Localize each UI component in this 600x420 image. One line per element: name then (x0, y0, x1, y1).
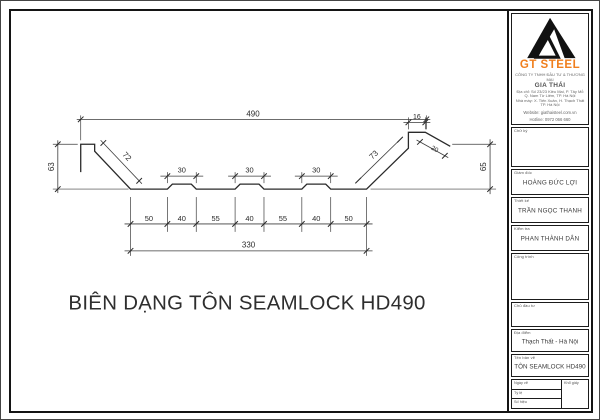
person-box-director: Giám đốc HOÀNG ĐỨC LỢI (511, 169, 589, 195)
dim-seg-1: 50 (145, 214, 153, 223)
dim-seg-2: 40 (178, 214, 186, 223)
owner-label: Chủ đầu tư (514, 303, 536, 308)
footer-row-number: Số hiệu (512, 399, 561, 408)
company-logo-text: GT STEEL (519, 59, 581, 71)
dim-left-height: 63 (47, 162, 56, 171)
dim-rib2: 30 (245, 166, 253, 175)
company-box: GT STEEL CÔNG TY TNHH ĐẦU TƯ & THƯƠNG MẠ… (511, 13, 589, 125)
footer-row-scale: Tỷ lệ (512, 390, 561, 400)
owner-box: Chủ đầu tư (511, 302, 589, 327)
footer-scale-label: Tỷ lệ (514, 390, 523, 395)
project-label: Công trình (514, 254, 534, 259)
dim-right-height: 65 (479, 162, 488, 171)
dim-left-slope: 72 (121, 150, 134, 163)
dimension-ticks (54, 116, 494, 254)
drawing-area: 490 63 72 30 30 30 73 16 20 65 50 40 55 … (11, 11, 507, 411)
sheet-frame: 490 63 72 30 30 30 73 16 20 65 50 40 55 … (9, 9, 593, 413)
title-block: GT STEEL CÔNG TY TNHH ĐẦU TƯ & THƯƠNG MẠ… (507, 11, 591, 411)
footer-right-cell: Khổ giấy (561, 380, 588, 408)
footer-number-label: Số hiệu (514, 400, 527, 405)
company-name: GIA THÁI (534, 82, 566, 89)
footer-grid: Ngày vẽ Tỷ lệ Số hiệu Khổ giấy (511, 379, 589, 409)
person-name: PHAN THÀNH DÂN (520, 235, 580, 243)
company-factory-2: TP. Hà Nội (540, 102, 560, 108)
footer-row-date: Ngày vẽ (512, 380, 561, 390)
dimension-lines (57, 118, 491, 252)
footer-date-label: Ngày vẽ (514, 381, 528, 385)
drawing-title: BIÊN DẠNG TÔN SEAMLOCK HD490 (68, 292, 425, 315)
location-value: Thạch Thất - Hà Nội (521, 338, 579, 346)
profile-outline (80, 131, 451, 190)
footer-paper-label: Khổ giấy (564, 381, 579, 385)
company-website: Website: giathaisteel.com.vn (523, 109, 577, 115)
dimension-texts: 490 63 72 30 30 30 73 16 20 65 50 40 55 … (47, 109, 488, 314)
person-label: Giám đốc (514, 170, 532, 175)
location-label: Địa điểm (514, 330, 531, 335)
company-address-1: Địa chỉ: Số 23/23 Kiều Mai, P. Tây Mỗ (516, 88, 584, 94)
sheet-name-label: Tên bản vẽ (514, 355, 536, 360)
footer-left-column: Ngày vẽ Tỷ lệ Số hiệu (512, 380, 561, 408)
dim-seg-6: 40 (312, 214, 320, 223)
sheet-name-box: Tên bản vẽ TÔN SEAMLOCK HD490 (511, 354, 589, 377)
signature-box: Chữ ký (511, 127, 589, 167)
dim-seg-5: 55 (279, 214, 287, 223)
company-hotline: Hotline: 0972 066 660 (529, 116, 571, 122)
dim-seam-step: 16 (413, 114, 421, 121)
person-box-checker: Kiểm tra PHAN THÀNH DÂN (511, 225, 589, 251)
extension-lines (52, 115, 497, 256)
dim-seg-7: 50 (344, 214, 352, 223)
company-address-2: Q. Nam Từ Liêm, TP. Hà Nội (524, 93, 576, 99)
seamlock-profile-drawing: 490 63 72 30 30 30 73 16 20 65 50 40 55 … (47, 109, 497, 315)
dim-rib1: 30 (178, 166, 186, 175)
dim-seg-4: 40 (245, 214, 253, 223)
person-box-designer: Thiết kế TRẦN NGỌC THANH (511, 197, 589, 223)
dim-rib3: 30 (312, 166, 320, 175)
company-type: CÔNG TY TNHH ĐẦU TƯ & THƯƠNG MẠI (515, 72, 585, 82)
person-label: Kiểm tra (514, 226, 530, 231)
dim-seam-hook: 20 (430, 145, 440, 155)
person-name: HOÀNG ĐỨC LỢI (522, 179, 578, 187)
person-name: TRẦN NGỌC THANH (517, 207, 583, 215)
sheet-name-value: TÔN SEAMLOCK HD490 (514, 363, 586, 371)
dim-overall-width: 490 (246, 109, 260, 118)
dim-base-total: 330 (242, 240, 256, 249)
dim-right-slope: 73 (367, 148, 380, 161)
company-factory-1: Nhà máy: X. Tiến Xuân, H. Thạch Thất (515, 97, 585, 103)
person-label: Thiết kế (514, 198, 530, 203)
location-box: Địa điểm Thạch Thất - Hà Nội (511, 329, 589, 352)
signature-label: Chữ ký (514, 128, 528, 133)
gt-steel-logo-icon (527, 17, 576, 59)
project-box: Công trình (511, 253, 589, 300)
dim-seg-3: 55 (212, 214, 220, 223)
